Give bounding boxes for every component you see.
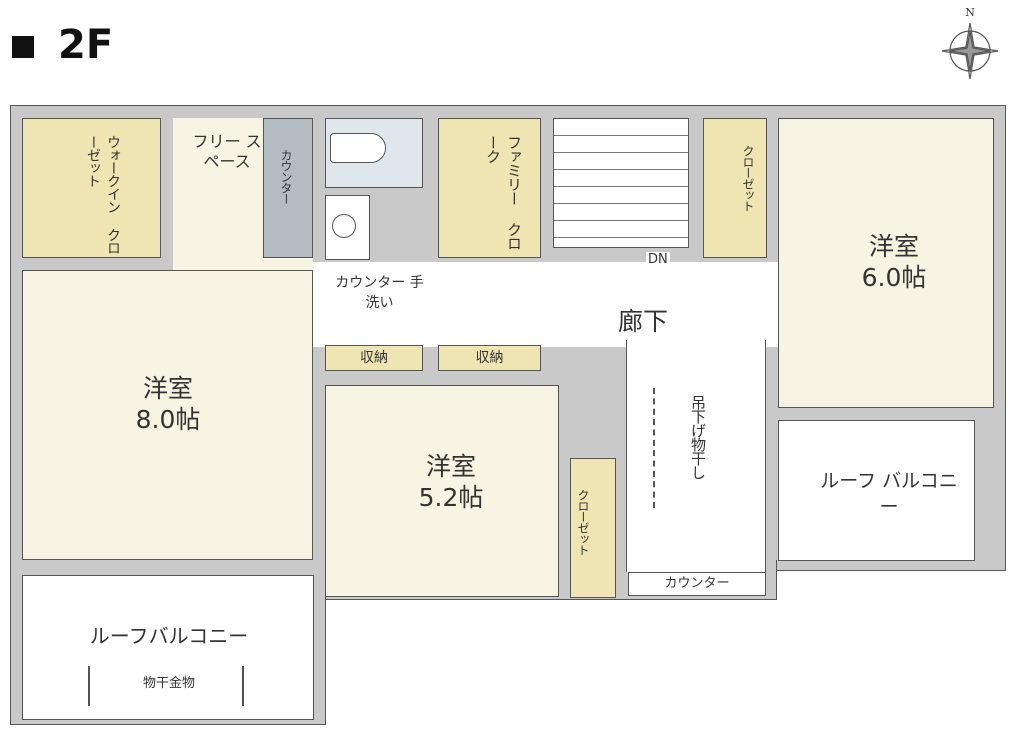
compass-rose-icon: N [938,6,1002,86]
north-label: N [965,6,975,19]
closet-room-6-label: クローゼット [741,145,755,211]
drying-hardware-icon [88,666,244,706]
storage-1-label: 収納 [360,350,388,366]
walk-in-closet: ウォークイン クローゼット [22,118,161,258]
storage-1: 収納 [325,345,423,371]
room-8-size: 8.0帖 [135,405,201,435]
room-6: 洋室 6.0帖 [778,118,994,408]
drying-hardware-label: 物干金物 [142,676,195,691]
closet-room-5: クローゼット [570,458,616,598]
roof-balcony-right: ルーフ バルコニー [778,420,975,561]
closet-room-6: クローゼット [703,118,767,258]
room-6-name: 洋室 [868,232,919,261]
counter-hall: カウンター [628,572,766,596]
roof-balcony-bottom: ルーフバルコニー 物干金物 [22,575,314,720]
room-5-name: 洋室 [425,452,476,481]
counter-label: カウンター [279,149,293,204]
free-space-label: フリー スペース [192,132,262,171]
room-5: 洋室 5.2帖 [325,385,559,597]
toilet-icon [330,133,386,163]
roof-balcony-bottom-label: ルーフバルコニー [89,624,249,648]
drying-rack-icon [653,388,663,508]
roof-balcony-right-label: ルーフ バルコニー [820,470,958,518]
counter-free-space: カウンター [263,118,313,258]
toilet [325,118,423,188]
room-5-label: 洋室 5.2帖 [396,451,506,514]
walk-in-closet-label: ウォークイン クローゼット [85,135,121,254]
room-8-label: 洋室 8.0帖 [113,373,223,436]
stairs [553,118,689,248]
floor-title: 2F [58,22,114,68]
hallway-lower [626,340,766,572]
room-6-size: 6.0帖 [861,263,927,293]
counter-hall-label: カウンター [664,576,730,591]
drying-rack-label: 吊下げ物干し [689,395,707,479]
family-cloak-label: ファミリー クローク [484,135,523,250]
room-6-label: 洋室 6.0帖 [839,231,949,294]
storage-2-label: 収納 [475,350,504,366]
washbasin-icon [332,214,356,238]
room-8-name: 洋室 [142,374,193,403]
hallway-label: 廊下 [618,307,669,336]
hallway [312,262,778,347]
room-5-size: 5.2帖 [418,483,484,513]
stairs-dn-label: DN [646,252,670,267]
storage-2: 収納 [438,345,541,371]
washroom [325,195,370,260]
counter-washbasin-label: カウンター 手洗い [335,275,424,311]
title-marker [12,36,34,58]
family-cloak: ファミリー クローク [438,118,541,258]
room-8: 洋室 8.0帖 [22,270,313,560]
closet-room-5-label: クローゼット [576,489,590,555]
